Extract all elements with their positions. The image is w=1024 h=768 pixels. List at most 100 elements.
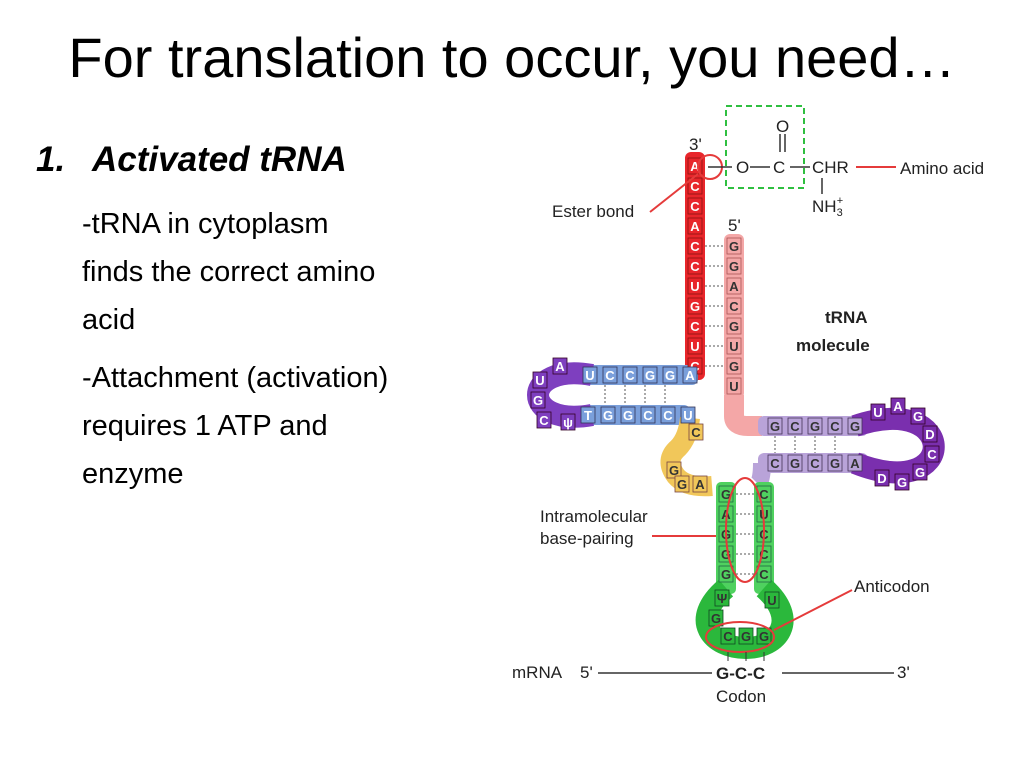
svg-text:C: C [927, 447, 937, 462]
svg-text:C: C [605, 368, 615, 383]
svg-text:U: U [690, 279, 699, 294]
base-letter: C [787, 417, 803, 435]
svg-text:G: G [665, 368, 675, 383]
base-letter: U [532, 371, 548, 389]
intramolecular-label-2: base-pairing [540, 529, 634, 548]
svg-text:D: D [877, 471, 886, 486]
anticodon-loop-band [695, 579, 794, 660]
variable-region-band [660, 416, 713, 497]
t-anticodon-junction [750, 462, 771, 491]
base-letter: ψ [560, 413, 576, 431]
sub-point-1-line: acid [82, 304, 136, 336]
svg-text:G: G [741, 629, 751, 644]
bullet-text: Activated tRNA [92, 140, 347, 179]
base-letter: C [640, 406, 656, 424]
base-letter: U [680, 406, 696, 424]
svg-text:C: C [810, 456, 820, 471]
sub-point-1-line: finds the correct amino [82, 256, 376, 288]
mrna-3-label: 3' [897, 663, 910, 682]
mrna-label: mRNA [512, 663, 563, 682]
svg-text:G: G [669, 463, 679, 478]
svg-text:C: C [729, 299, 739, 314]
svg-text:G: G [677, 477, 687, 492]
svg-text:U: U [873, 405, 882, 420]
svg-text:C: C [690, 319, 700, 334]
svg-text:U: U [683, 408, 692, 423]
base-letter: C [924, 445, 940, 463]
base-letter: G [674, 475, 690, 493]
base-letter: U [582, 366, 598, 384]
svg-text:G: G [915, 465, 925, 480]
base-letter: C [767, 454, 783, 472]
sub-point-1: -tRNA in cytoplasm finds the correct ami… [82, 200, 375, 344]
base-letter: C [756, 545, 772, 563]
base-letter: U [726, 337, 742, 355]
base-letter: C [726, 297, 742, 315]
d-stem-top-band [580, 365, 698, 385]
base-letter: G [642, 366, 658, 384]
base-letter: G [718, 545, 734, 563]
bullet-number: 1. [36, 140, 66, 179]
base-letter: G [912, 463, 928, 481]
base-letter: G [530, 391, 546, 409]
five-prime-label: 5' [728, 216, 741, 235]
base-letter: G [894, 473, 910, 491]
svg-text:ψ: ψ [563, 415, 573, 430]
svg-text:G: G [729, 319, 739, 334]
anticodon-label: Anticodon [854, 577, 930, 596]
svg-text:U: U [767, 593, 776, 608]
svg-text:C: C [690, 259, 700, 274]
svg-text:A: A [850, 456, 860, 471]
intramolecular-label-1: Intramolecular [540, 507, 648, 526]
chem-c: C [773, 158, 785, 177]
svg-text:C: C [723, 629, 733, 644]
svg-text:Ψ: Ψ [717, 591, 728, 606]
svg-text:G: G [770, 419, 780, 434]
svg-text:C: C [690, 179, 700, 194]
base-letter: A [682, 366, 698, 384]
svg-text:U: U [729, 339, 738, 354]
base-letter: C [660, 406, 676, 424]
base-letter: C [687, 257, 703, 275]
svg-text:G: G [897, 475, 907, 490]
svg-text:C: C [759, 567, 769, 582]
base-letter: U [687, 337, 703, 355]
mrna-5-label: 5' [580, 663, 593, 682]
svg-text:G: G [603, 408, 613, 423]
base-letter: G [787, 454, 803, 472]
svg-text:G: G [721, 487, 731, 502]
svg-text:C: C [690, 359, 700, 374]
base-letter: D [922, 425, 938, 443]
svg-text:A: A [685, 368, 695, 383]
svg-text:G: G [790, 456, 800, 471]
base-letter: U [764, 591, 780, 609]
svg-text:T: T [584, 408, 592, 423]
base-letter: C [687, 237, 703, 255]
svg-text:G: G [729, 239, 739, 254]
base-letter: U [687, 277, 703, 295]
base-letter: C [602, 366, 618, 384]
base-letter: G [767, 417, 783, 435]
base-letter: G [600, 406, 616, 424]
base-letter: G [726, 237, 742, 255]
acceptor-t-junction [724, 395, 762, 436]
base-pair-lines [604, 245, 836, 575]
base-letter: C [807, 454, 823, 472]
svg-text:U: U [690, 339, 699, 354]
base-letter: G [910, 407, 926, 425]
amino-acid-chemistry: O C O CHR NH3+ [697, 117, 896, 219]
svg-text:A: A [695, 477, 705, 492]
base-letter: G [807, 417, 823, 435]
base-letter: G [756, 627, 772, 645]
svg-text:U: U [535, 373, 544, 388]
base-letter: C [720, 627, 736, 645]
trna-label-line1: tRNA [825, 308, 868, 327]
base-letter: Ψ [714, 589, 730, 607]
ester-bond-pointer [649, 173, 699, 213]
svg-text:A: A [729, 279, 739, 294]
sub-point-2-line: enzyme [82, 458, 184, 490]
svg-text:C: C [691, 425, 701, 440]
codon-sequence: G-C-C [716, 664, 765, 683]
base-letter: C [756, 565, 772, 583]
